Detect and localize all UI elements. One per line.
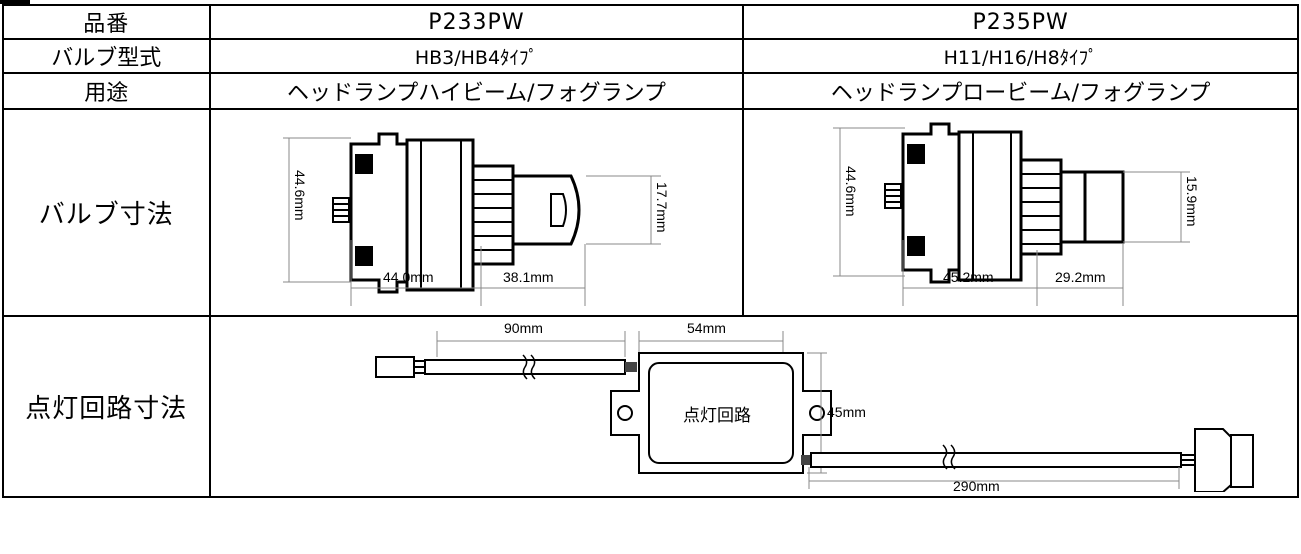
p233-height-label: 44.6mm	[292, 170, 308, 221]
row-bulb-type: バルブ型式 HB3/HB4ﾀｲﾌﾟ H11/H16/H8ﾀｲﾌﾟ	[2, 38, 1299, 74]
p235-lens-label: 15.9mm	[1184, 176, 1200, 227]
p235-usage: ヘッドランプロービーム/フォグランプ	[742, 72, 1299, 110]
p233-tip-label: 38.1mm	[503, 269, 554, 285]
p233-usage: ヘッドランプハイビーム/フォグランプ	[208, 72, 745, 110]
p233-lens-label: 17.7mm	[654, 182, 670, 233]
corner-mark	[0, 0, 30, 4]
p233-part-number: P233PW	[208, 4, 745, 40]
circuit-right-wire-label: 290mm	[953, 478, 1000, 492]
circuit-drawing-cell: 90mm 54mm 点灯回路 45mm	[208, 315, 1300, 498]
circuit-box-width-label: 54mm	[687, 320, 726, 336]
label-circuit-dimensions: 点灯回路寸法	[2, 315, 211, 498]
p233-bulb-drawing: 44.6mm	[283, 132, 670, 306]
row-usage: 用途 ヘッドランプハイビーム/フォグランプ ヘッドランプロービーム/フォグランプ	[2, 72, 1299, 110]
p235-part-number: P235PW	[742, 4, 1299, 40]
circuit-box-height-label: 45mm	[827, 404, 866, 420]
p235-bulb-drawing: 44.6mm	[833, 122, 1200, 306]
circuit-box-label: 点灯回路	[683, 406, 751, 425]
row-circuit-dimensions: 点灯回路寸法 90mm	[2, 315, 1300, 498]
label-part-number: 品番	[2, 4, 211, 40]
label-usage: 用途	[2, 72, 211, 110]
p235-tip-label: 29.2mm	[1055, 269, 1106, 285]
p233-bulb-drawing-cell: 44.6mm	[208, 108, 745, 317]
spec-table: 品番 P233PW P235PW バルブ型式 HB3/HB4ﾀｲﾌﾟ H11/H…	[2, 4, 1300, 498]
p233-bulb-type: HB3/HB4ﾀｲﾌﾟ	[208, 38, 745, 74]
p235-bulb-type: H11/H16/H8ﾀｲﾌﾟ	[742, 38, 1299, 74]
p235-height-label: 44.6mm	[843, 166, 859, 217]
circuit-drawing: 90mm 54mm 点灯回路 45mm	[374, 320, 1254, 494]
p233-base-label: 44.0mm	[383, 269, 434, 285]
row-part-number: 品番 P233PW P235PW	[2, 4, 1299, 40]
p235-bulb-drawing-cell: 44.6mm	[742, 108, 1299, 317]
label-bulb-dimensions: バルブ寸法	[2, 108, 211, 317]
p235-base-label: 45.2mm	[943, 269, 994, 285]
row-bulb-dimensions: バルブ寸法 44.6mm	[2, 108, 1299, 317]
label-bulb-type: バルブ型式	[2, 38, 211, 74]
circuit-left-wire-label: 90mm	[504, 320, 543, 336]
